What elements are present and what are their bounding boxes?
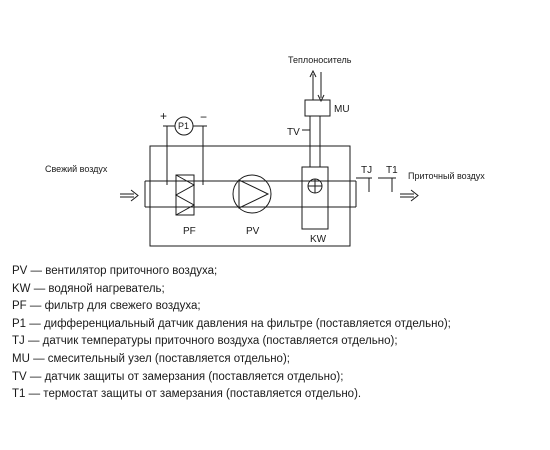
- fresh-air-label: Свежий воздух: [45, 164, 108, 174]
- legend-item-tv: TV — датчик защиты от замерзания (постав…: [12, 370, 344, 383]
- filter-icon: [174, 174, 196, 216]
- minus-sign: −: [200, 110, 207, 124]
- inlet-arrow-icon: [120, 189, 139, 202]
- unit-housing: [149, 145, 351, 247]
- legend-item-kw: KW — водяной нагреватель;: [12, 282, 165, 295]
- ventilation-schematic: Теплоноситель MU TV P1 + − Свежий воздух…: [45, 55, 485, 247]
- outlet-arrow-icon: [400, 189, 419, 202]
- legend-item-mu: MU — смесительный узел (поставляется отд…: [12, 352, 290, 365]
- t1-label: T1: [386, 165, 398, 176]
- heater-icon: [301, 166, 329, 230]
- mixing-unit-box: [304, 99, 331, 117]
- legend-item-t1: T1 — термостат защиты от замерзания (пос…: [12, 388, 362, 401]
- plus-sign: +: [160, 109, 167, 123]
- legend-item-pv: PV — вентилятор приточного воздуха;: [12, 265, 218, 277]
- pv-label: PV: [246, 226, 260, 237]
- fan-icon: [232, 174, 272, 214]
- tj-sensor: [356, 177, 372, 192]
- legend-list: PV — вентилятор приточного воздуха; KW —…: [12, 263, 542, 404]
- pressure-sensor: [163, 116, 207, 185]
- tv-label: TV: [287, 127, 300, 138]
- heat-carrier-arrows-icon: [309, 69, 325, 103]
- kw-label: KW: [310, 234, 327, 245]
- pf-label: PF: [183, 226, 196, 237]
- supply-air-label: Приточный воздух: [408, 171, 485, 181]
- legend-item-p1: P1 — дифференциальный датчик давления на…: [12, 317, 451, 330]
- legend-item-pf: PF — фильтр для свежего воздуха;: [12, 300, 201, 313]
- legend-item-tj: TJ — датчик температуры приточного возду…: [12, 335, 398, 348]
- tj-label: TJ: [361, 165, 372, 176]
- p1-label: P1: [178, 121, 189, 131]
- t1-sensor: [378, 177, 396, 192]
- mu-label: MU: [334, 104, 350, 115]
- heat-carrier-label: Теплоноситель: [288, 55, 352, 65]
